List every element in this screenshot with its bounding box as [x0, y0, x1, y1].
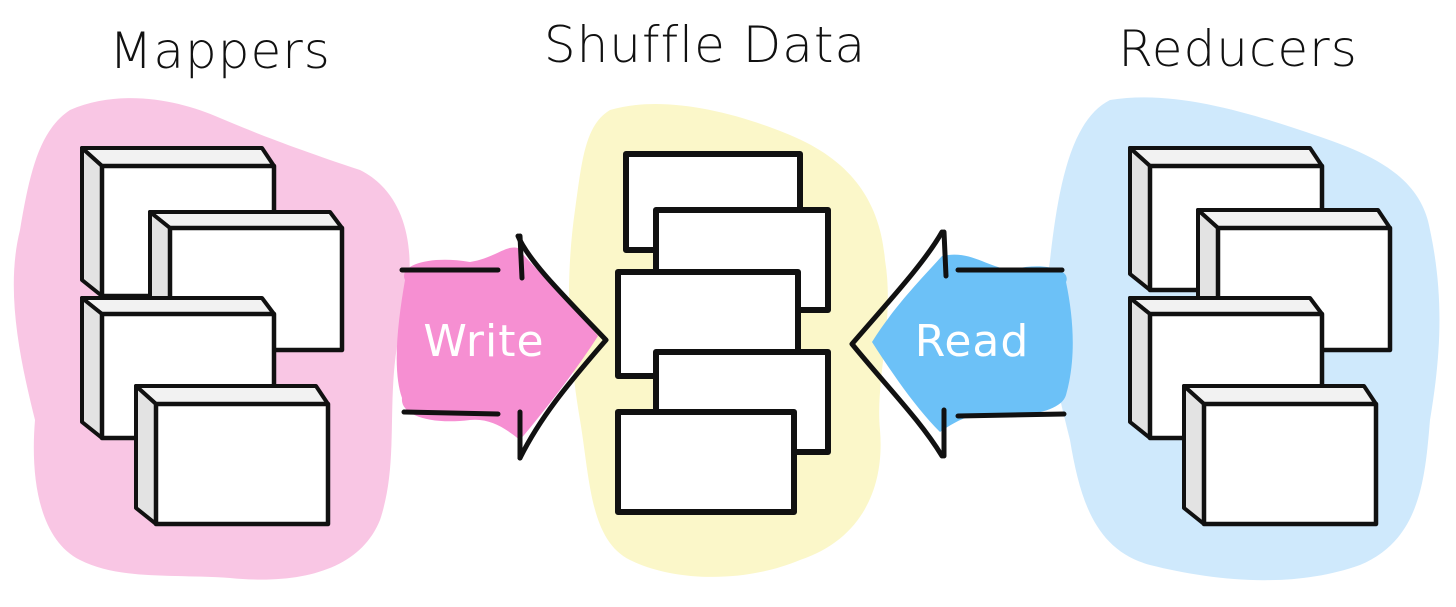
- write-arrow: Write: [396, 233, 609, 461]
- read-arrow: Read: [849, 229, 1073, 459]
- reducer-node: [1182, 384, 1379, 527]
- mappers-title: Mappers: [109, 22, 331, 80]
- write-arrow-label: Write: [423, 316, 544, 367]
- reducers-title: Reducers: [1118, 20, 1358, 78]
- shuffle-data-block: [615, 409, 797, 515]
- read-arrow-label: Read: [915, 316, 1030, 367]
- shuffle-data-title: Shuffle Data: [544, 16, 866, 74]
- mapper-node: [134, 384, 331, 527]
